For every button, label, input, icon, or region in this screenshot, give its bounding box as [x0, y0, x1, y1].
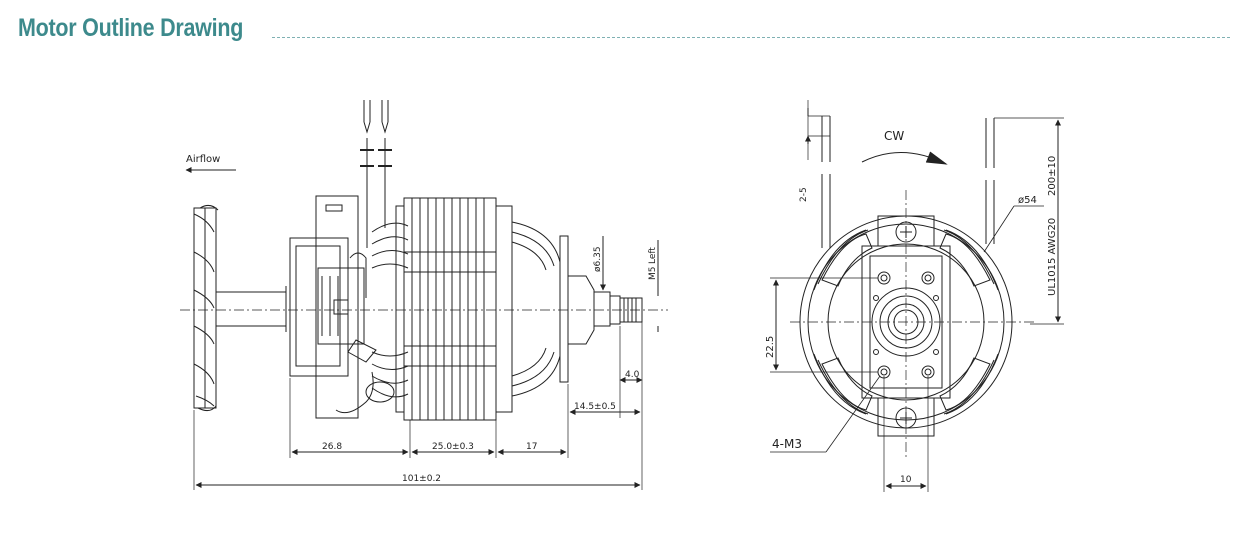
side-extension-lines — [193, 322, 643, 490]
wire-spec: UL1015 AWG20 — [1047, 218, 1058, 296]
stator-core — [395, 197, 513, 421]
dim-14-5: 14.5±0.5 — [574, 402, 616, 412]
front-lead-wires — [821, 116, 995, 248]
dim-26-8: 26.8 — [322, 442, 342, 452]
dim-25: 25.0±0.3 — [432, 442, 474, 452]
side-lead-wires — [360, 100, 392, 248]
front-view: CW 2-5 ø54 200±10 UL1015 AWG20 22.5 4-M3 — [765, 100, 1064, 492]
clamp-screws — [895, 221, 917, 429]
output-shaft — [568, 275, 643, 345]
dim-thread: M5 — [648, 267, 658, 281]
dim-200: 200±10 — [1047, 156, 1058, 196]
dim-thread-direction: Left — [648, 247, 658, 264]
dim-4: 4.0 — [625, 370, 640, 380]
fan — [193, 204, 219, 412]
dim-101: 101±0.2 — [402, 474, 441, 484]
airflow-label: Airflow — [186, 154, 220, 165]
bracket-frame — [861, 215, 951, 437]
title-dashed-rule — [272, 37, 1230, 38]
dim-17: 17 — [526, 442, 537, 452]
dim-10: 10 — [900, 475, 912, 485]
armature-windings — [371, 222, 409, 398]
page-title: Motor Outline Drawing — [18, 14, 244, 42]
side-view: Airflow — [180, 100, 668, 490]
dim-diameter-54: ø54 — [1018, 195, 1037, 206]
rotation-label: CW — [884, 129, 904, 143]
field-coil-sectors — [813, 229, 999, 415]
dim-2-5: 2-5 — [799, 187, 809, 202]
bearing-hub — [871, 287, 941, 357]
dim-22-5: 22.5 — [765, 336, 776, 358]
brush-holder — [289, 195, 395, 419]
fan-shaft — [215, 291, 287, 327]
dim-holes: 4-M3 — [772, 437, 802, 451]
dim-shaft-diameter: ø6.35 — [593, 246, 603, 272]
field-coils — [511, 221, 569, 397]
title-bar: Motor Outline Drawing — [16, 10, 1230, 44]
